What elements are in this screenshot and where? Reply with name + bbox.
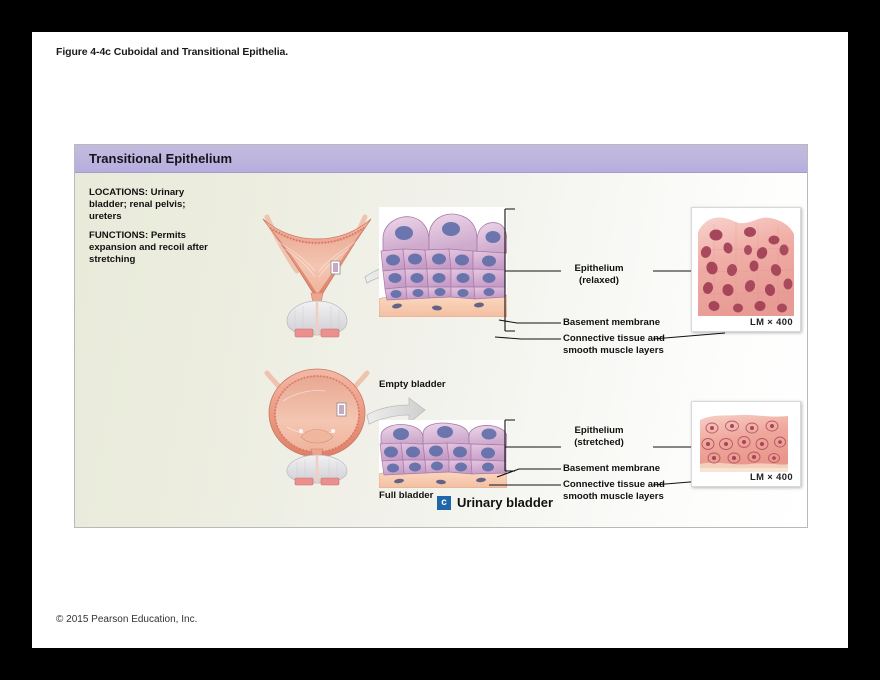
stretched-epithelium-diagram	[379, 420, 507, 488]
bottom-micrograph-caption: LM × 400	[749, 471, 793, 482]
functions-lead: FUNCTIONS:	[89, 230, 149, 241]
functions-block: FUNCTIONS: Permits expansion and recoil …	[89, 230, 214, 267]
slide-canvas: Figure 4-4c Cuboidal and Transitional Ep…	[32, 32, 848, 648]
bottom-basement-membrane-label: Basement membrane	[563, 463, 661, 474]
panel-header: Transitional Epithelium	[75, 145, 807, 173]
locations-block: LOCATIONS: Urinary bladder; renal pelvis…	[89, 187, 214, 224]
part-title: Urinary bladder	[457, 495, 554, 510]
stretched-epithelium-micrograph: LM × 400	[691, 401, 801, 487]
top-basement-membrane-label: Basement membrane	[563, 317, 661, 328]
locations-text: Urinary bladder; renal pelvis; ureters	[89, 187, 186, 223]
copyright-notice: © 2015 Pearson Education, Inc.	[56, 614, 198, 625]
panel-title: Transitional Epithelium	[89, 151, 233, 166]
bottom-epithelium-label: Epithelium (stretched)	[574, 425, 624, 448]
top-connective-tissue-label: Connective tissue and smooth muscle laye…	[563, 333, 665, 356]
relaxed-epithelium-diagram	[379, 207, 507, 317]
figure-panel: Transitional Epithelium LOCATIONS: Urina…	[74, 144, 808, 528]
top-micrograph-caption: LM × 400	[749, 316, 793, 327]
part-badge: c	[437, 495, 451, 510]
functions-text: Permits expansion and recoil after stret…	[89, 230, 208, 266]
part-label: c Urinary bladder	[437, 495, 553, 510]
full-bladder-zoom-arrow	[365, 397, 427, 431]
relaxed-epithelium-micrograph: LM × 400	[691, 207, 801, 332]
empty-bladder-caption: Empty bladder	[379, 379, 446, 390]
full-bladder-illustration	[253, 357, 381, 486]
locations-lead: LOCATIONS:	[89, 187, 148, 198]
bottom-connective-tissue-label: Connective tissue and smooth muscle laye…	[563, 479, 665, 502]
full-bladder-caption: Full bladder	[379, 490, 434, 501]
top-epithelium-label: Epithelium (relaxed)	[574, 263, 624, 286]
figure-caption: Figure 4-4c Cuboidal and Transitional Ep…	[56, 46, 289, 58]
empty-bladder-illustration	[253, 205, 381, 338]
